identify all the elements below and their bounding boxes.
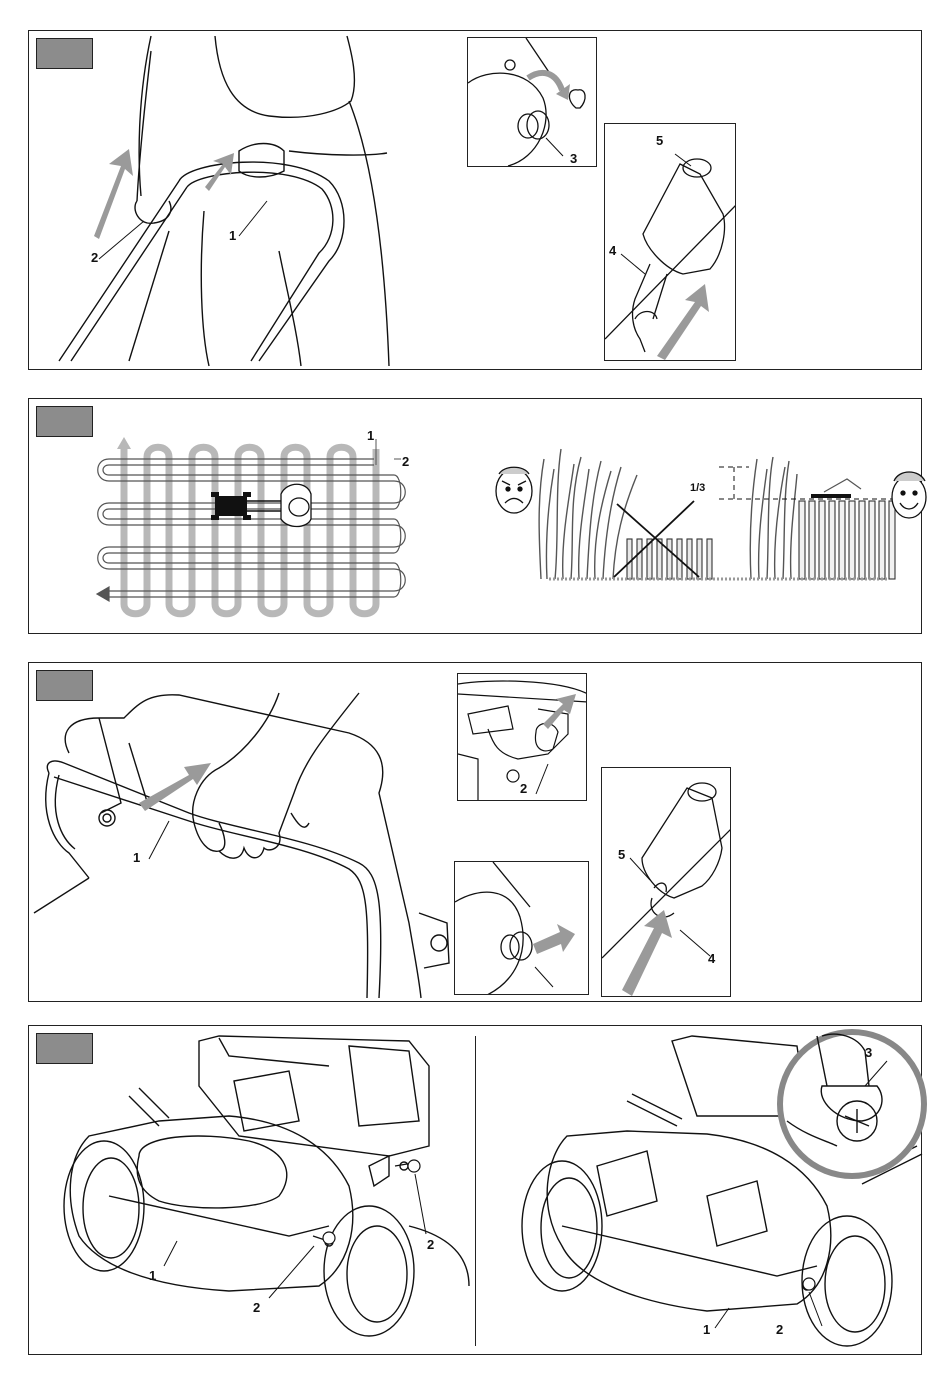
- callout-3: 3: [570, 152, 577, 165]
- handle-release-illustration: [29, 663, 449, 1003]
- figure-4-panel: 1 2 2: [28, 1025, 922, 1355]
- magnifier-detail-icon: [780, 1032, 924, 1176]
- callout-1: 1: [133, 851, 140, 864]
- callout-1: 1: [367, 429, 374, 442]
- cut-fraction-label: 1/3: [690, 482, 705, 495]
- callout-2: 2: [776, 1323, 783, 1336]
- figure-2-panel: 1 2: [28, 398, 922, 634]
- callout-5: 5: [618, 848, 625, 861]
- grass-cutting-height-diagram: [489, 439, 919, 589]
- figure-1-panel: 2 1 3: [28, 30, 922, 370]
- arrow-icon: [205, 153, 234, 191]
- detail-boot-removal: 5 4: [601, 767, 731, 997]
- callout-1: 1: [703, 1323, 710, 1336]
- callout-2: 2: [253, 1301, 260, 1314]
- callout-5: 5: [656, 134, 663, 147]
- mower-front-cover-left: [29, 1026, 469, 1356]
- callout-2: 2: [91, 251, 98, 264]
- callout-4: 4: [708, 952, 715, 965]
- callout-2: 2: [402, 455, 409, 468]
- operator-handle-illustration: [29, 31, 469, 371]
- detail-plug-connector: 2: [457, 673, 587, 801]
- panel-divider: [475, 1036, 476, 1346]
- detail-knob-pull: [454, 861, 589, 995]
- callout-2: 2: [520, 782, 527, 795]
- figure-3-panel: 1 2: [28, 662, 922, 1002]
- mowing-pattern-diagram: [29, 399, 449, 635]
- happy-face-icon: [892, 472, 926, 518]
- callout-2: 2: [427, 1238, 434, 1251]
- callout-1: 1: [149, 1269, 156, 1282]
- detail-throttle-knob: 3: [467, 37, 597, 167]
- angry-face-icon: [496, 467, 532, 513]
- callout-4: 4: [609, 244, 616, 257]
- arrow-icon: [94, 149, 133, 239]
- mower-front-cover-right: [477, 1026, 923, 1356]
- callout-1: 1: [229, 229, 236, 242]
- callout-3: 3: [865, 1046, 872, 1059]
- detail-plug-boot: 5 4: [604, 123, 736, 361]
